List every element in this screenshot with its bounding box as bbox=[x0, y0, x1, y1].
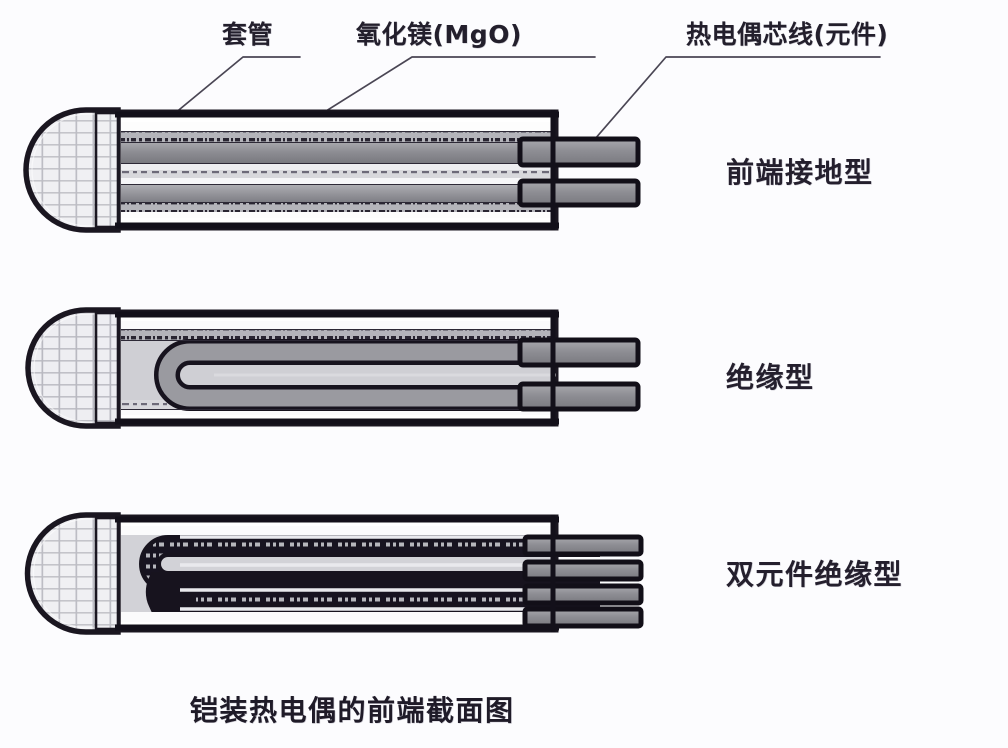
mgo-pack-2 bbox=[94, 311, 120, 425]
mgo-band-3b bbox=[121, 612, 553, 622]
figure-caption: 铠装热电偶的前端截面图 bbox=[190, 694, 515, 727]
sheath-walls-3 bbox=[115, 514, 559, 633]
lead-wires-2 bbox=[517, 337, 641, 412]
element-separators-3 bbox=[180, 535, 560, 611]
variant-grounded-tip-drawing bbox=[23, 107, 641, 233]
conductor-1b bbox=[121, 184, 553, 202]
mgo-band-1c bbox=[121, 178, 553, 184]
lead-wires-3 bbox=[522, 534, 644, 629]
leader-line-sheath bbox=[156, 56, 301, 129]
speck-band-1c bbox=[121, 202, 553, 212]
mgo-band-1b bbox=[121, 163, 553, 170]
lead-wire-3c bbox=[522, 583, 644, 606]
mgo-band-2c bbox=[121, 409, 553, 415]
lead-wire-3a bbox=[522, 534, 644, 557]
speck-band-1a bbox=[121, 131, 553, 142]
lead-wire-3b bbox=[522, 559, 644, 582]
lamination-rules-2 bbox=[121, 328, 553, 411]
mgo-band-1d bbox=[121, 212, 553, 218]
mgo-band-2a bbox=[121, 321, 553, 329]
sheath-tip-highlight-2 bbox=[33, 313, 117, 423]
leader-line-mgo bbox=[290, 56, 596, 134]
lead-wire-2a bbox=[517, 337, 641, 368]
callout-label-mgo: 氧化镁(MgO) bbox=[356, 20, 522, 49]
lead-wire-2b bbox=[517, 381, 641, 412]
variant-insulated-drawing bbox=[25, 307, 641, 429]
variant-label-grounded-tip: 前端接地型 bbox=[726, 156, 874, 189]
speck-band-1b bbox=[121, 170, 553, 178]
element-loop-3b bbox=[145, 572, 600, 612]
mgo-pack-3 bbox=[94, 516, 120, 631]
lead-wire-3d bbox=[522, 606, 644, 629]
sheath-walls-2 bbox=[115, 309, 559, 427]
lead-wires-1 bbox=[517, 136, 641, 208]
mgo-band-1a bbox=[121, 122, 553, 131]
sheath-tip-highlight-1 bbox=[31, 113, 117, 227]
mgo-pack-1 bbox=[94, 111, 120, 229]
lead-wire-1b bbox=[517, 178, 641, 208]
conductor-1a bbox=[121, 142, 553, 163]
mgo-band-3a bbox=[121, 526, 553, 535]
callout-leader-lines bbox=[156, 56, 881, 148]
leader-line-element bbox=[587, 56, 881, 148]
variant-label-insulated: 绝缘型 bbox=[726, 361, 815, 394]
lead-wire-1a bbox=[517, 136, 641, 168]
lamination-rules-1 bbox=[121, 130, 553, 204]
sheath-walls-1 bbox=[115, 109, 559, 231]
element-loop-core-2 bbox=[158, 343, 560, 407]
sheath-tip-highlight-3 bbox=[32, 518, 117, 629]
speck-band-2a bbox=[121, 329, 553, 340]
variant-label-dual-element-insulated: 双元件绝缘型 bbox=[726, 558, 904, 591]
callout-label-element: 热电偶芯线(元件) bbox=[686, 20, 889, 49]
variant-dual-element-drawing bbox=[24, 512, 644, 635]
callout-label-sheath: 套管 bbox=[222, 20, 274, 49]
